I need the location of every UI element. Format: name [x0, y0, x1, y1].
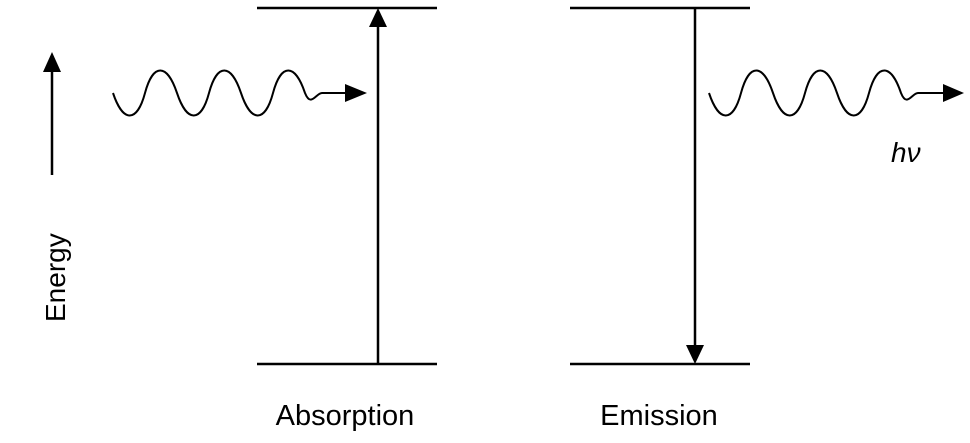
energy-axis: Energy	[40, 52, 71, 322]
outgoing-photon-wave	[708, 69, 943, 117]
emission-arrowhead	[686, 345, 704, 364]
absorption-label: Absorption	[276, 400, 415, 432]
emission-label: Emission	[600, 400, 718, 432]
absorption-panel: Absorption	[112, 6, 437, 432]
energy-axis-label: Energy	[40, 233, 71, 322]
incoming-photon-wave	[112, 69, 345, 117]
outgoing-photon-arrowhead	[943, 84, 964, 102]
absorption-arrowhead	[369, 8, 387, 27]
incoming-photon-arrowhead	[345, 84, 367, 102]
photon-energy-label: hν	[891, 137, 921, 168]
emission-panel: hν Emission	[570, 6, 964, 432]
energy-axis-arrowhead	[43, 52, 61, 72]
